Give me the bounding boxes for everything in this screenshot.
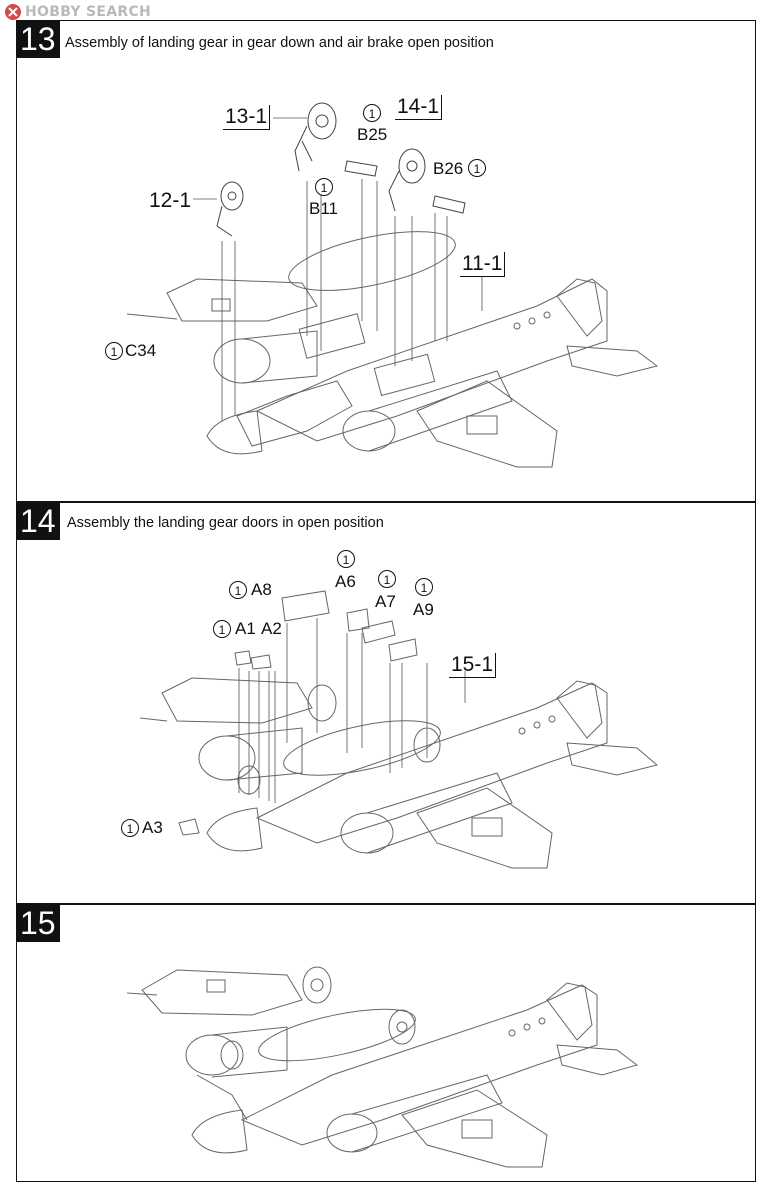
part-a7-label: A7 bbox=[375, 592, 396, 611]
qty-circle: 1 bbox=[229, 581, 247, 599]
step-number: 13 bbox=[16, 20, 60, 58]
part-a2-label: A2 bbox=[261, 619, 282, 638]
part-a9-label: A9 bbox=[413, 600, 434, 619]
aircraft-drawing-step-15 bbox=[126, 966, 639, 1168]
part-b11-label: B11 bbox=[309, 199, 338, 218]
qty-circle: 1 bbox=[213, 620, 231, 638]
part-b26-label: B26 bbox=[433, 159, 464, 178]
hobby-search-logo-icon bbox=[5, 4, 21, 20]
qty-circle: 1 bbox=[315, 178, 333, 196]
step-15-panel: 15 bbox=[16, 904, 756, 1182]
step-title: Assembly of landing gear in gear down an… bbox=[65, 35, 494, 51]
ref-15-1-label: 15-1 bbox=[449, 653, 497, 678]
part-a6-label: A6 bbox=[335, 572, 356, 591]
qty-circle: 1 bbox=[121, 819, 139, 837]
aircraft-drawing-step-14 bbox=[139, 590, 659, 869]
part-a8-label: A8 bbox=[251, 580, 272, 599]
part-c34-label: C34 bbox=[125, 341, 157, 360]
qty-circle: 1 bbox=[415, 578, 433, 596]
step-14-panel: 14 Assembly the landing gear doors in op… bbox=[16, 502, 756, 904]
ref-13-1-label: 13-1 bbox=[223, 105, 271, 130]
watermark: HOBBY SEARCH bbox=[4, 3, 151, 21]
qty-circle: 1 bbox=[105, 342, 123, 360]
qty-circle: 1 bbox=[378, 570, 396, 588]
ref-12-1-label: 12-1 bbox=[149, 189, 192, 212]
part-a1-label: A1 bbox=[235, 619, 256, 638]
step-number: 15 bbox=[16, 904, 60, 942]
part-a3-label: A3 bbox=[142, 818, 163, 837]
ref-11-1-label: 11-1 bbox=[460, 252, 506, 277]
qty-circle: 1 bbox=[363, 104, 381, 122]
aircraft-drawing-step-13 bbox=[126, 102, 659, 468]
watermark-text: HOBBY SEARCH bbox=[25, 4, 152, 20]
qty-circle: 1 bbox=[468, 159, 486, 177]
qty-circle: 1 bbox=[337, 550, 355, 568]
step-title: Assembly the landing gear doors in open … bbox=[67, 515, 384, 531]
step-number: 14 bbox=[16, 502, 60, 540]
step-13-panel: 13 Assembly of landing gear in gear down… bbox=[16, 20, 756, 502]
part-b25-label: B25 bbox=[357, 125, 388, 144]
ref-14-1-label: 14-1 bbox=[395, 95, 443, 120]
